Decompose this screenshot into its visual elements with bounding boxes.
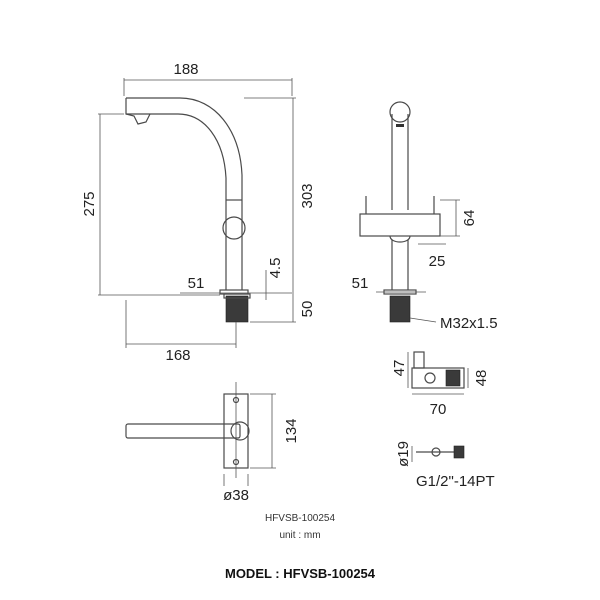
side-spout-tip: [125, 98, 151, 125]
valve-detail: 47 48 70: [391, 351, 490, 418]
top-hole-upper: [232, 396, 240, 404]
unit-label: unit : mm: [279, 530, 321, 541]
model-label: MODEL : HFVSB-100254: [224, 566, 376, 581]
dim-303-label: 303: [299, 183, 316, 208]
dim-4-5-label: 4.5: [267, 258, 284, 279]
connector-thread: [453, 445, 465, 459]
top-hole-lower: [232, 458, 240, 466]
dim-m32-label: M32x1.5: [440, 315, 498, 332]
dim-51-side-label: 51: [188, 275, 205, 292]
top-handle-knob: [230, 421, 250, 441]
side-spout-outer: [126, 97, 243, 290]
side-view: 188 275 303 4.5 51 50 168: [81, 61, 316, 364]
product-code: HFVSB-100254: [264, 513, 336, 524]
dim-38-label: ø38: [223, 487, 249, 504]
valve-body: [411, 367, 465, 389]
dim-25-label: 25: [429, 253, 446, 270]
top-view: 134 ø38: [125, 382, 300, 504]
dim-50-label: 50: [299, 301, 316, 318]
connector-ring: [431, 447, 441, 457]
valve-thread: [445, 369, 461, 387]
dim-47-label: 47: [391, 360, 408, 377]
top-spout: [125, 423, 241, 439]
side-handle-knob: [222, 216, 246, 240]
side-thread: [225, 295, 249, 323]
front-spout-mark: [396, 124, 404, 127]
front-spout-top: [389, 101, 411, 123]
dim-48-label: 48: [473, 370, 490, 387]
dim-70-label: 70: [430, 401, 447, 418]
valve-port: [424, 372, 436, 384]
side-washer: [223, 293, 251, 299]
dim-51-front-label: 51: [352, 275, 369, 292]
side-spout-inner: [126, 113, 227, 290]
valve-stem: [413, 351, 425, 369]
top-base-plate: [223, 393, 249, 469]
dim-188-label: 188: [173, 61, 198, 78]
dim-64-label: 64: [461, 210, 478, 227]
dim-19-label: ø19: [395, 441, 412, 467]
dim-134-label: 134: [283, 418, 300, 443]
front-thread: [389, 295, 411, 323]
front-body-curve: [389, 235, 411, 243]
dim-g12-label: G1/2"-14PT: [416, 473, 495, 490]
dim-m32-leader: [409, 317, 437, 323]
front-handle-bar: [359, 213, 441, 237]
dim-168-label: 168: [165, 347, 190, 364]
front-view: 64 25 51 M32x1.5: [352, 101, 498, 332]
dim-275-label: 275: [81, 191, 98, 216]
connector-detail: ø19 G1/2"-14PT: [395, 441, 495, 490]
